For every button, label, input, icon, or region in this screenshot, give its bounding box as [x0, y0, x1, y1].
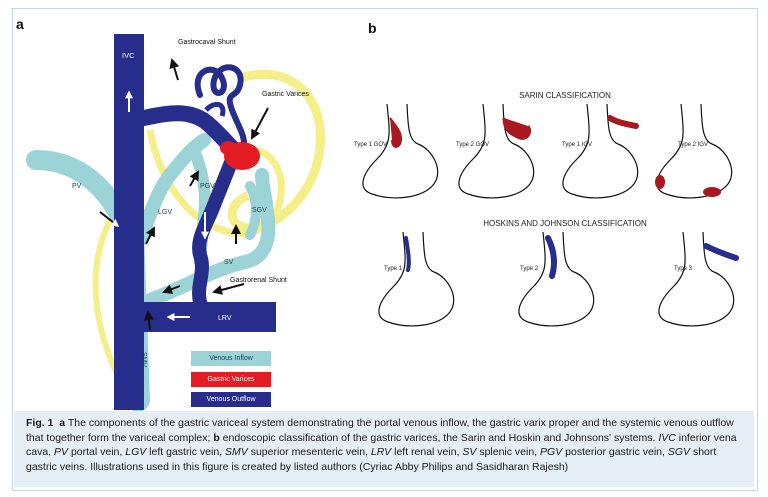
ivc-label: IVC [122, 51, 135, 60]
sarin-title: SARIN CLASSIFICATION [519, 91, 611, 100]
sarin-type-label-3: Type 2 IGV [678, 142, 708, 148]
smv-label: SMV [140, 352, 147, 368]
caption-a-text: The components of the gastric variceal s… [26, 417, 734, 444]
figure-caption: Fig. 1 a The components of the gastric v… [26, 416, 748, 474]
stomach-type1-igv: Type 1 IGV [562, 103, 639, 199]
lgv-label: LGV [158, 209, 172, 216]
caption-b-bold: b [213, 431, 220, 444]
caption-abbr-term-7: SGV [667, 446, 691, 458]
sv-label: SV [224, 259, 234, 266]
sv-vessel [143, 168, 276, 307]
caption-abbr-term-4: LRV [370, 446, 392, 458]
sv-arrow [162, 284, 181, 294]
hoskins-type-label-0: Type 1 [384, 266, 403, 272]
yellow-loop-left [92, 218, 123, 382]
panel-b-label: b [368, 20, 377, 36]
stomach-type2-igv: Type 2 IGV [655, 103, 733, 199]
stomach-hoskins-type1: Type 1 [378, 231, 455, 327]
caption-abbr-term-6: PGV [540, 446, 563, 458]
hoskins-title: HOSKINS AND JOHNSON CLASSIFICATION [483, 219, 647, 228]
coiled-vessel-2 [204, 101, 226, 117]
gastric-varices-arrow [251, 107, 269, 140]
caption-abbr-def-2: left gastric vein, [146, 446, 226, 458]
variceal-system-diagram: IVC Gastrocaval Shunt Gastric Varices PV… [26, 34, 326, 412]
ivc-vessel [114, 34, 144, 410]
legend-gastric-varices: Gastric Varices [191, 372, 271, 387]
stomach-hoskins-type3: Type 3 [658, 231, 739, 327]
gastrocaval-label: Gastrocaval Shunt [178, 39, 236, 46]
hoskins-type-label-2: Type 3 [674, 266, 693, 272]
caption-b-text: endoscopic classification of the gastric… [219, 431, 659, 444]
coiled-vessel [194, 64, 248, 153]
caption-abbr-def-7: short gastric veins. Illustrations used … [26, 446, 717, 473]
gastrorenal-label: Gastrorenal Shunt [230, 277, 287, 284]
caption-abbr-def-6: posterior gastric vein, [562, 446, 668, 458]
gastrorenal-arrow [212, 283, 245, 295]
gastrocaval-arrow [169, 58, 180, 81]
lrv-vessel [144, 302, 276, 332]
sarin-type-label-0: Type 1 GOV [354, 142, 387, 148]
gastric-varices-label: Gastric Varices [262, 91, 309, 98]
caption-fig-label: Fig. 1 [26, 417, 54, 429]
pgv-vessel [188, 144, 212, 268]
caption-abbr-def-0: inferior vena cava, [26, 431, 737, 459]
caption-abbreviations: IVC inferior vena cava, PV portal vein, … [26, 432, 737, 473]
sgv-vessel [245, 181, 261, 240]
stomach-type1-gov: Type 1 GOV [354, 103, 439, 199]
caption-abbr-def-5: splenic vein, [476, 446, 541, 458]
smv-arrow [143, 310, 154, 331]
caption-abbr-term-5: SV [462, 446, 477, 458]
caption-abbr-def-3: superior mesenteric vein, [247, 446, 371, 458]
caption-abbr-term-2: LGV [125, 446, 147, 458]
stomach-hoskins-type2: Type 2 [518, 231, 595, 327]
lgv-arrow [145, 226, 155, 245]
pv-arrow [99, 211, 120, 227]
stomach-type2-gov: Type 2 GOV [456, 103, 535, 199]
endoscopic-classification: SARIN CLASSIFICATION HOSKINS AND JOHNSON… [354, 91, 739, 327]
caption-abbr-term-0: IVC [658, 431, 676, 444]
caption-abbr-def-4: left renal vein, [391, 446, 463, 458]
caption-abbr-term-1: PV [54, 446, 69, 458]
legend-venous-inflow: Venous Inflow [191, 351, 271, 366]
sarin-type-label-2: Type 1 IGV [562, 142, 592, 148]
sarin-type-label-1: Type 2 GOV [456, 142, 489, 148]
caption-background [14, 411, 754, 487]
pv-label: PV [72, 183, 82, 190]
panel-a-label: a [16, 16, 24, 32]
caption-abbr-def-1: portal vein, [68, 446, 126, 458]
caption-abbr-term-3: SMV [225, 446, 248, 458]
pgv-label: PGV [200, 183, 215, 190]
sgv-label: SGV [252, 207, 267, 214]
lrv-label: LRV [218, 315, 232, 322]
hoskins-type-label-1: Type 2 [520, 266, 539, 272]
caption-a-bold: a [59, 417, 66, 429]
legend-venous-outflow: Venous Outflow [191, 392, 271, 407]
yellow-loop-outer [227, 69, 326, 233]
lgv-up-arrow [189, 170, 199, 187]
